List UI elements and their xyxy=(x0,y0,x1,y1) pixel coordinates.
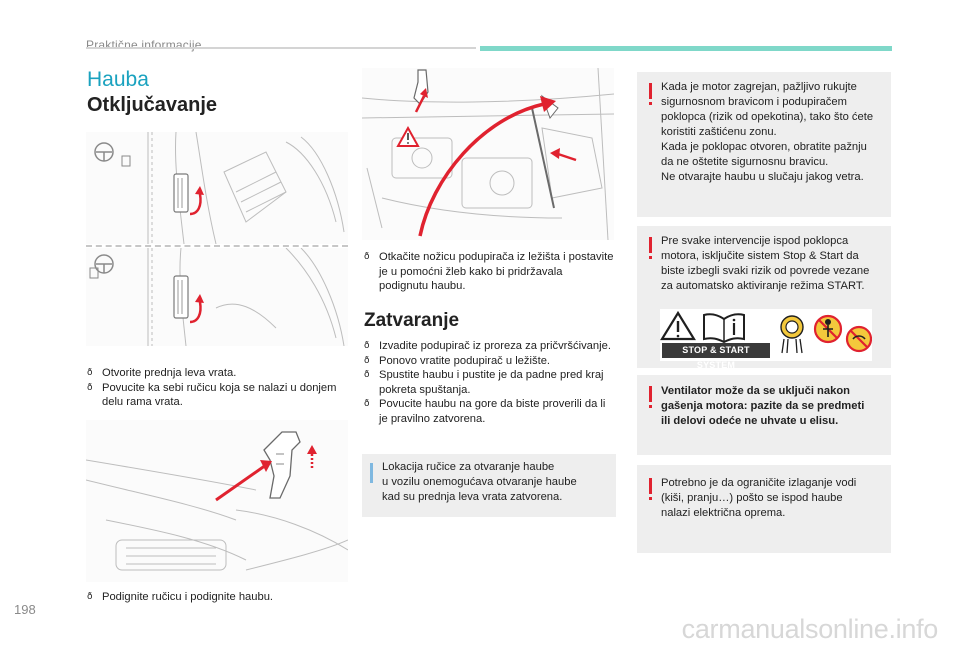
warning-text-stop-start: Pre svake intervencije ispod poklopca mo… xyxy=(661,235,870,292)
warning-marker-icon xyxy=(649,386,652,402)
page-number: 198 xyxy=(14,602,36,617)
illustration-door-handle-upper xyxy=(86,132,348,244)
list-item: Spustite haubu i pustite je da padne pre… xyxy=(364,368,616,397)
illustration-engine-bay xyxy=(362,68,614,240)
list-item: Izvadite podupirač iz proreza za pričvrš… xyxy=(364,339,616,354)
page-title: Hauba xyxy=(87,68,149,91)
info-box: Lokacija ručice za otvaranje haube u voz… xyxy=(362,454,616,517)
list-item: Otkačite nožicu podupirača iz ležišta i … xyxy=(364,250,614,294)
warning-text-water: Potrebno je da ograničite izlaganje vodi… xyxy=(661,477,857,519)
illustration-door-handle-lower xyxy=(86,248,348,346)
warning-marker-dot xyxy=(649,405,652,408)
prop-steps-list: Otkačite nožicu podupirača iz ležišta i … xyxy=(364,250,614,294)
warning-box-hot-engine: Kada je motor zagrejan, pažljivo rukujte… xyxy=(637,72,891,217)
header-rule xyxy=(86,47,476,49)
warning-box-fan: Ventilator može da se uključi nakon gaše… xyxy=(637,375,891,455)
section-header: Praktične informacije xyxy=(86,38,202,52)
warning-marker-dot xyxy=(649,256,652,259)
header-accent-rule xyxy=(480,46,892,51)
list-item: Podignite ručicu i podignite haubu. xyxy=(87,590,349,605)
warning-marker-dot xyxy=(649,497,652,500)
watermark: carmanualsonline.info xyxy=(681,614,939,644)
illustration-divider xyxy=(86,245,348,247)
unlock-steps-list: Otvorite prednja leva vrata. Povucite ka… xyxy=(87,366,349,410)
closing-steps-list: Izvadite podupirač iz proreza za pričvrš… xyxy=(364,339,616,426)
warning-marker-dot xyxy=(649,102,652,105)
stop-start-icon-strip: STOP & START SYSTEM xyxy=(660,309,873,370)
warning-text-hot-engine: Kada je motor zagrejan, pažljivo rukujte… xyxy=(661,81,874,183)
stop-start-label: STOP & START SYSTEM xyxy=(682,345,750,370)
illustration-hood-release xyxy=(86,420,348,582)
info-marker-icon xyxy=(370,463,373,483)
warning-text-fan: Ventilator može da se uključi nakon gaše… xyxy=(661,385,865,427)
warning-marker-icon xyxy=(649,83,652,99)
warning-box-water: Potrebno je da ograničite izlaganje vodi… xyxy=(637,465,891,553)
section-title-unlocking: Otključavanje xyxy=(87,94,218,116)
list-item: Ponovo vratite podupirač u ležište. xyxy=(364,354,616,369)
warning-marker-icon xyxy=(649,237,652,253)
list-item: Povucite ka sebi ručicu koja se nalazi u… xyxy=(87,381,349,410)
lift-steps-list: Podignite ručicu i podignite haubu. xyxy=(87,590,349,605)
section-title-closing: Zatvaranje xyxy=(364,310,460,331)
list-item: Otvorite prednja leva vrata. xyxy=(87,366,349,381)
info-text: Lokacija ručice za otvaranje haube u voz… xyxy=(382,461,577,503)
list-item: Povucite haubu na gore da biste proveril… xyxy=(364,397,616,426)
warning-marker-icon xyxy=(649,478,652,494)
